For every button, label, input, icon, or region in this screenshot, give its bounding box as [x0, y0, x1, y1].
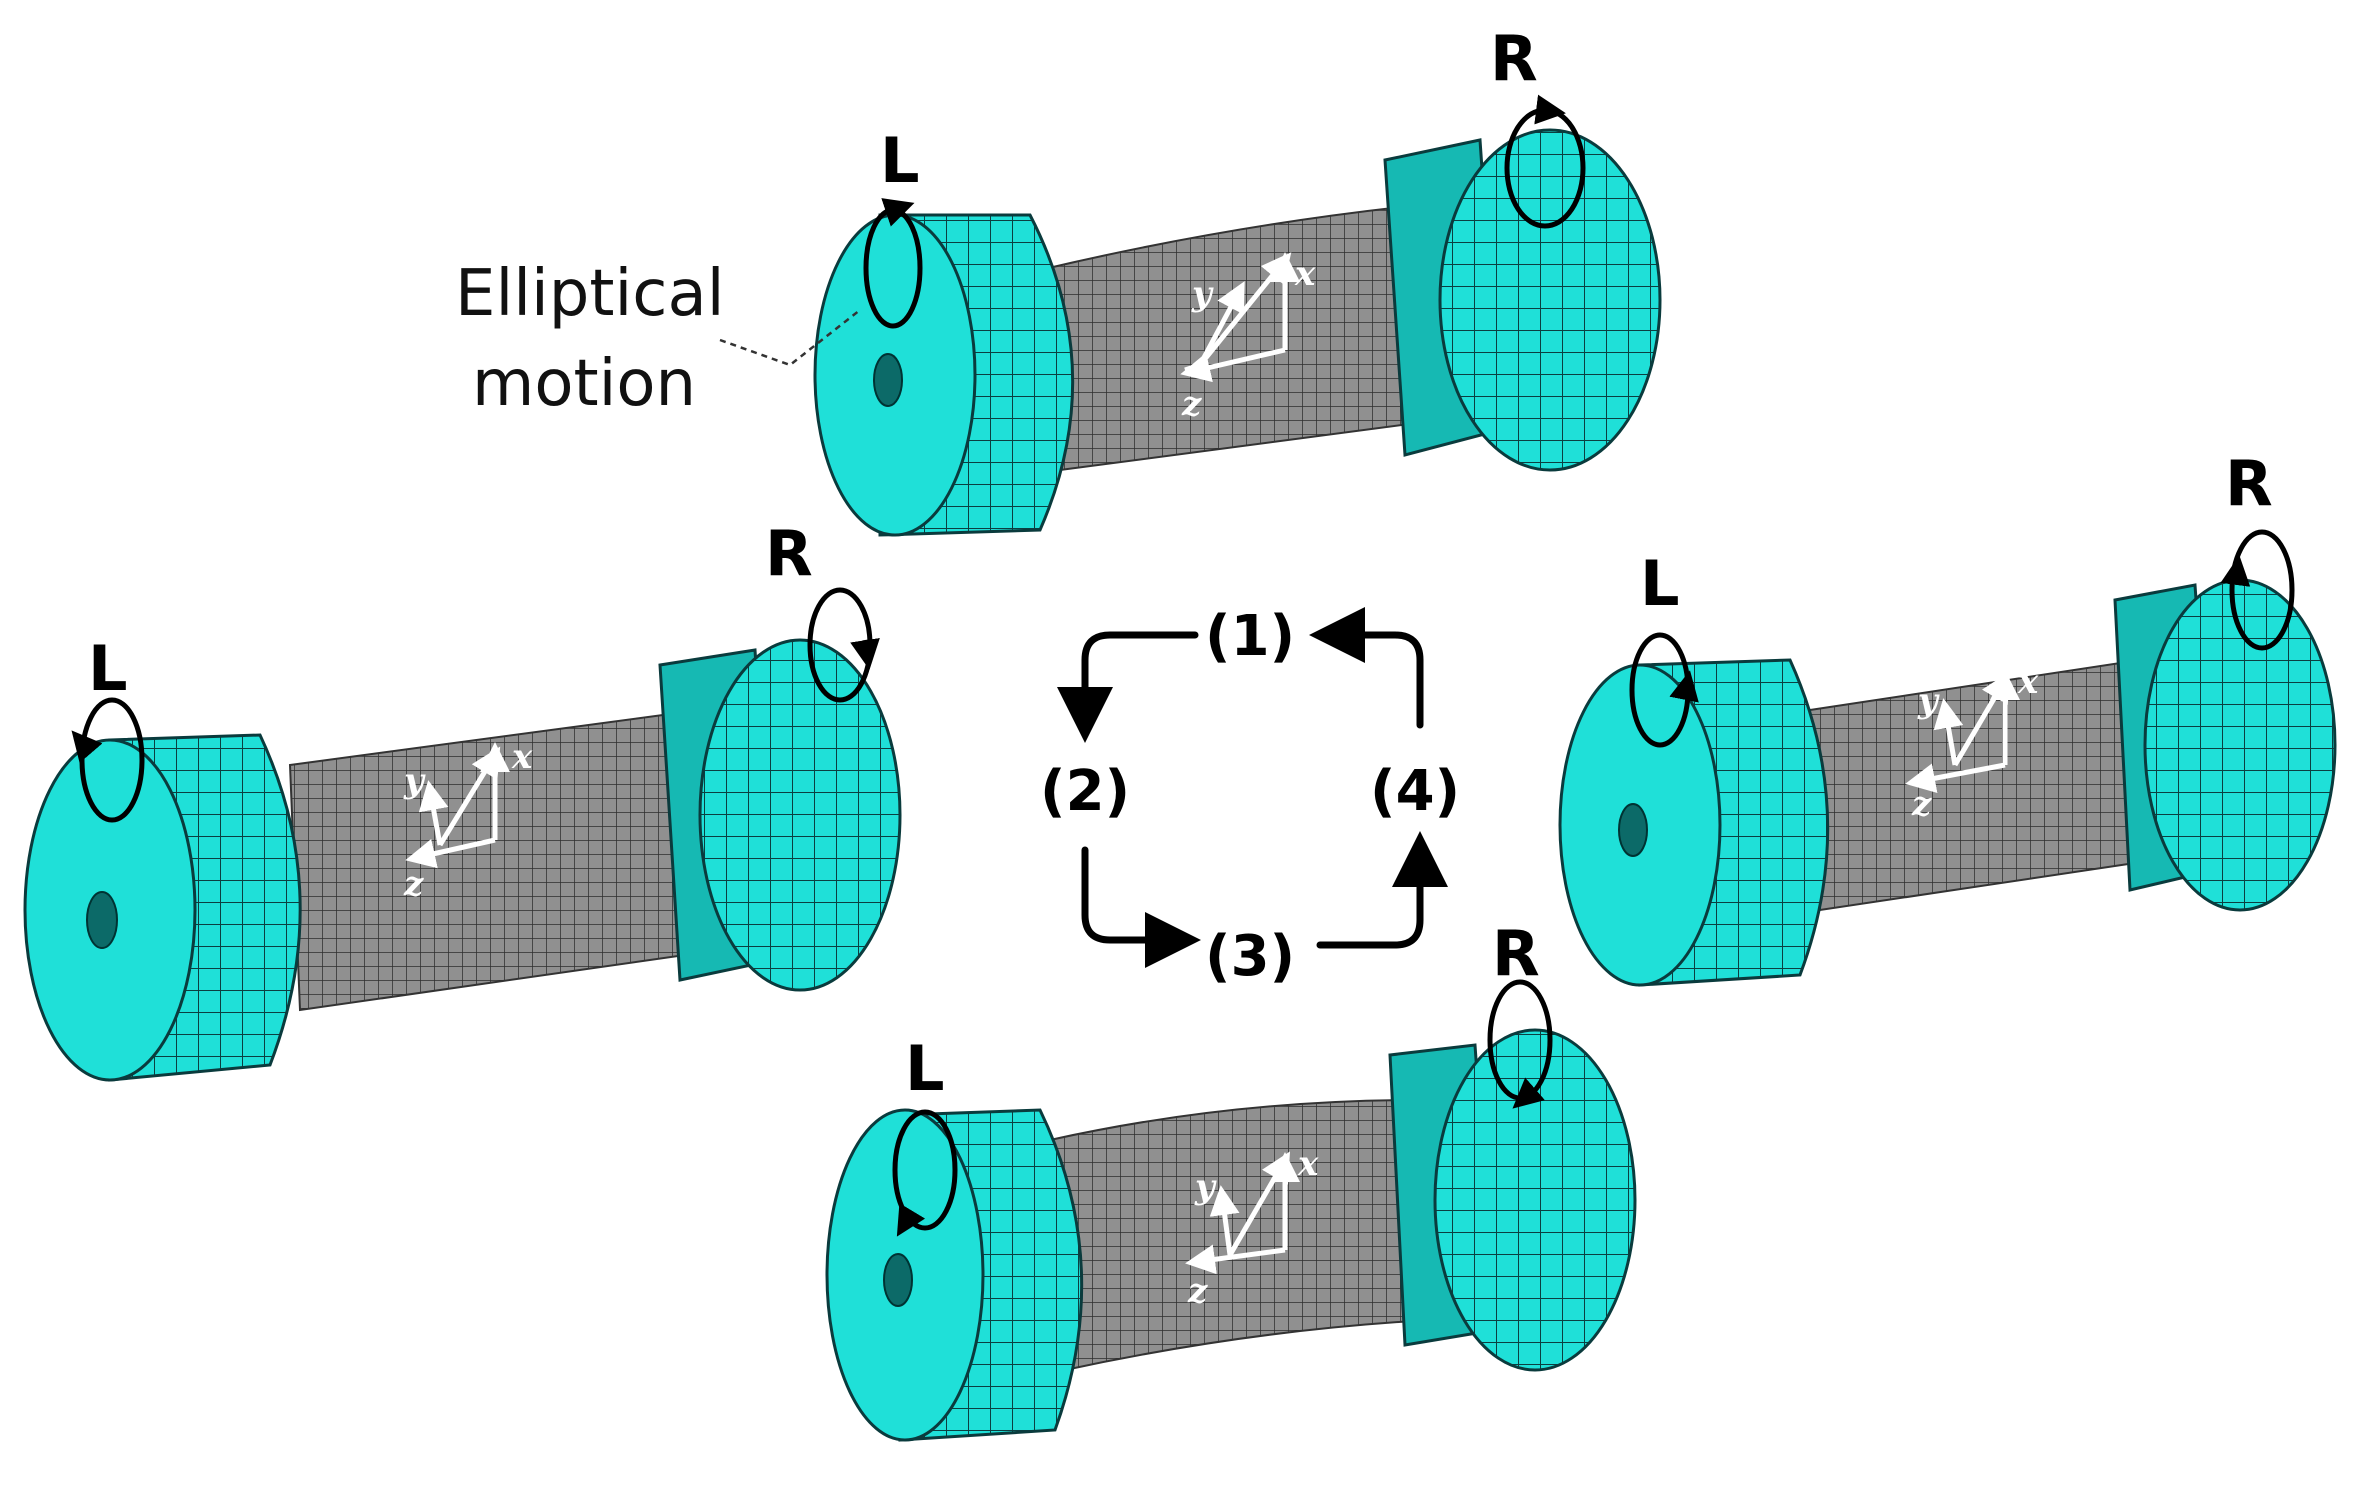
cycle-step-1: (1) — [1205, 604, 1295, 669]
cycle-arrow-4-to-1 — [1309, 607, 1424, 729]
axis-y-label: y — [403, 761, 426, 801]
shaft-right — [1808, 658, 2157, 912]
right-end-label-bottom: R — [1492, 917, 1540, 990]
center-hole-top — [873, 353, 903, 407]
right-rotation-arrow-bottom — [1512, 1077, 1545, 1109]
left-end-label-bottom: L — [905, 1032, 945, 1105]
axis-z-label: z — [1187, 1271, 1208, 1311]
shaft-top — [1038, 203, 1442, 472]
axis-z-label: z — [1911, 784, 1932, 824]
left-end-label-left: L — [88, 632, 128, 705]
axis-x-label: x — [511, 737, 533, 777]
left-rotation-arrow-top — [881, 198, 915, 227]
specimen-top: x y z L R Elliptical motion — [455, 22, 1662, 537]
center-hole-bottom — [883, 1253, 913, 1307]
left-rotation-arrow-bottom — [896, 1203, 926, 1237]
right-rotation-arrow-left — [850, 637, 880, 670]
axis-y-label: y — [1194, 1167, 1217, 1207]
specimen-left: x y z L R — [23, 517, 902, 1082]
left-rotation-arrow-left — [71, 730, 103, 763]
specimen-right: x y z L R — [1558, 447, 2337, 987]
center-hole-right — [1618, 803, 1648, 857]
axis-triad-bottom: x y z — [1185, 1144, 1319, 1311]
cycle-arrow-3-to-4 — [1316, 831, 1448, 949]
axis-z-label: z — [403, 864, 424, 904]
cycle-arrow-2-to-3 — [1081, 846, 1201, 968]
left-rotation-arrow-right — [1669, 670, 1699, 703]
axis-y-label: y — [1191, 274, 1214, 314]
left-end-label-top: L — [880, 124, 920, 197]
cycle-arrow-1-to-2 — [1057, 631, 1199, 743]
right-end-cap-top — [1438, 128, 1662, 472]
annotation-line-1: Elliptical — [455, 257, 724, 331]
right-end-label-right: R — [2225, 447, 2273, 520]
axis-x-label: x — [1297, 1144, 1319, 1184]
axis-y-label: y — [1917, 681, 1940, 721]
right-rotation-loop-right — [2229, 529, 2295, 651]
cycle-step-4: (4) — [1370, 759, 1460, 824]
axis-x-label: x — [2017, 662, 2039, 702]
axis-triad-right: x y z — [1905, 662, 2039, 824]
axis-triad-top: x y z — [1180, 252, 1316, 424]
right-rotation-arrow-right — [2220, 555, 2251, 587]
annotation-leader — [719, 309, 861, 367]
axis-x-label: x — [1294, 254, 1316, 294]
left-end-label-right: L — [1640, 547, 1680, 620]
annotation-line-2: motion — [472, 347, 696, 421]
cycle-step-3: (3) — [1205, 924, 1295, 989]
axis-triad-left: x y z — [403, 737, 533, 904]
right-end-cap-bottom — [1433, 1028, 1637, 1372]
cycle-step-2: (2) — [1040, 759, 1130, 824]
cycle-diagram: (1) (2) (3) (4) — [1040, 604, 1460, 989]
right-rotation-arrow-top — [1534, 94, 1566, 125]
axis-z-label: z — [1181, 384, 1202, 424]
shaft-left — [288, 708, 722, 1012]
right-end-label-top: R — [1490, 22, 1538, 95]
specimen-bottom: x y z L R — [825, 917, 1637, 1442]
right-end-label-left: R — [765, 517, 813, 590]
right-end-cap-left — [698, 638, 902, 992]
center-hole-left — [86, 891, 118, 949]
